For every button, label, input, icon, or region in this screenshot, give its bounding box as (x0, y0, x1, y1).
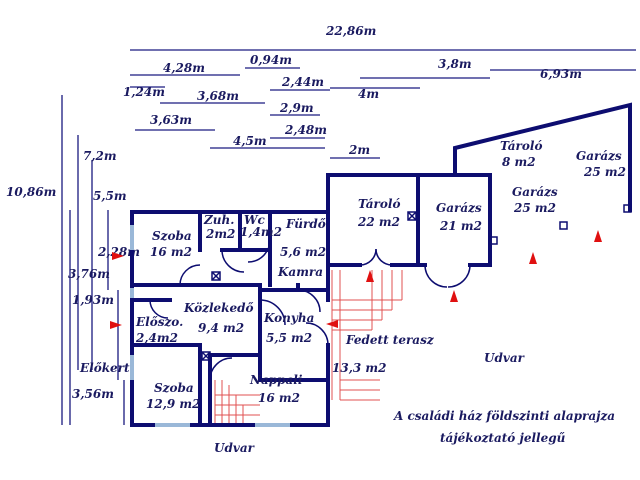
room-area: 9,4 m2 (198, 321, 244, 335)
room-area: 22 m2 (357, 215, 400, 229)
fixtures (201, 204, 632, 361)
room-name: Zuh. (203, 213, 234, 227)
terrace-steps (331, 270, 403, 401)
left-dimension-lines (61, 95, 125, 425)
dim-label: 2,44m (281, 75, 324, 89)
door-arc (149, 299, 169, 319)
dim-label: 2,28m (97, 245, 140, 259)
dim-total-depth: 10,86m (6, 185, 56, 199)
room-name: Garázs (576, 149, 622, 163)
entrance-steps (214, 380, 260, 425)
room-name: Konyha (263, 311, 314, 325)
room-name: Nappali (249, 373, 303, 387)
dim-label: 1,24m (123, 85, 165, 99)
dim-label: 2,48m (284, 123, 327, 137)
post-box (559, 221, 568, 230)
chimney-box (211, 271, 221, 281)
dim-label: 3,56m (72, 387, 114, 401)
room-name: Tároló (358, 197, 400, 211)
door-arc (305, 322, 329, 346)
entry-arrows (110, 230, 602, 329)
dim-label: 4,28m (163, 61, 205, 75)
room-name: Garázs (436, 201, 482, 215)
arrow-icon (594, 230, 602, 242)
door-arc (259, 299, 286, 326)
front-garden-label: Előkert (79, 361, 130, 375)
dim-label: 3,68m (197, 89, 239, 103)
arrow-icon (110, 321, 122, 329)
door-arc (297, 289, 321, 313)
door-arc (447, 264, 471, 288)
chimney-box (407, 211, 417, 221)
caption-line: A családi ház földszinti alaprajza (393, 409, 615, 423)
door-arc (221, 249, 245, 273)
room-area: 5,6 m2 (280, 245, 326, 259)
dim-label: 1,93m (72, 293, 114, 307)
room-name: Tároló (500, 139, 542, 153)
doors (149, 239, 471, 381)
chimney-box (201, 351, 211, 361)
arrow-icon (112, 252, 124, 260)
dim-label: 7,2m (83, 149, 117, 163)
room-name: Szoba (154, 381, 194, 395)
dim-label: 6,93m (540, 67, 582, 81)
post-box (623, 204, 632, 213)
dim-label: 3,63m (150, 113, 192, 127)
door-arc (359, 248, 377, 266)
dim-label: 2m (348, 143, 370, 157)
room-name: Garázs (512, 185, 558, 199)
yard-label: Udvar (484, 351, 526, 365)
room-area: 25 m2 (513, 201, 556, 215)
room-name: Szoba (152, 229, 192, 243)
room-area: 1,4m2 (240, 225, 282, 239)
room-area: 2m2 (205, 227, 235, 241)
post-box (489, 236, 498, 245)
door-arc (424, 264, 448, 288)
chimney-box (211, 271, 221, 281)
arrow-icon (529, 252, 537, 264)
dim-label: 3,8m (438, 57, 472, 71)
chimney-box (407, 211, 417, 221)
room-name: Kamra (277, 265, 323, 279)
room-area: 25 m2 (583, 165, 626, 179)
dim-label: 3,76m (68, 267, 110, 281)
arrow-icon (366, 270, 374, 282)
room-area: 12,9 m2 (146, 397, 200, 411)
top-dimension-lines (130, 49, 636, 159)
room-area: 8 m2 (502, 155, 536, 169)
yard-label: Udvar (214, 441, 256, 455)
dim-total-width: 22,86m (325, 24, 376, 38)
dim-label: 4m (358, 87, 379, 101)
room-name: Előszo. (135, 315, 183, 329)
room-area: 2,4m2 (135, 331, 178, 345)
arrow-icon (326, 320, 338, 328)
room-name: Fedett terasz (345, 333, 435, 347)
room-name: Wc (244, 213, 265, 227)
room-area: 16 m2 (150, 245, 192, 259)
windows (130, 225, 290, 427)
room-name: Fürdő (285, 217, 326, 231)
dim-label: 4,5m (233, 134, 267, 148)
wall (130, 210, 330, 427)
room-area: 16 m2 (258, 391, 300, 405)
room-area: 13,3 m2 (332, 361, 386, 375)
door-arc (247, 239, 271, 263)
wall (453, 102, 632, 212)
door-arc (209, 357, 233, 381)
door-arc (179, 264, 201, 286)
walls (130, 102, 632, 427)
door-arc (375, 248, 393, 266)
dim-label: 5,5m (93, 189, 127, 203)
room-area: 21 m2 (439, 219, 482, 233)
dim-label: 0,94m (250, 53, 292, 67)
caption-line: tájékoztató jellegű (440, 431, 566, 445)
arrow-icon (450, 290, 458, 302)
room-name: Közlekedő (183, 301, 254, 315)
dim-label: 2,9m (279, 101, 314, 115)
chimney-box (201, 351, 211, 361)
room-area: 5,5 m2 (266, 331, 312, 345)
